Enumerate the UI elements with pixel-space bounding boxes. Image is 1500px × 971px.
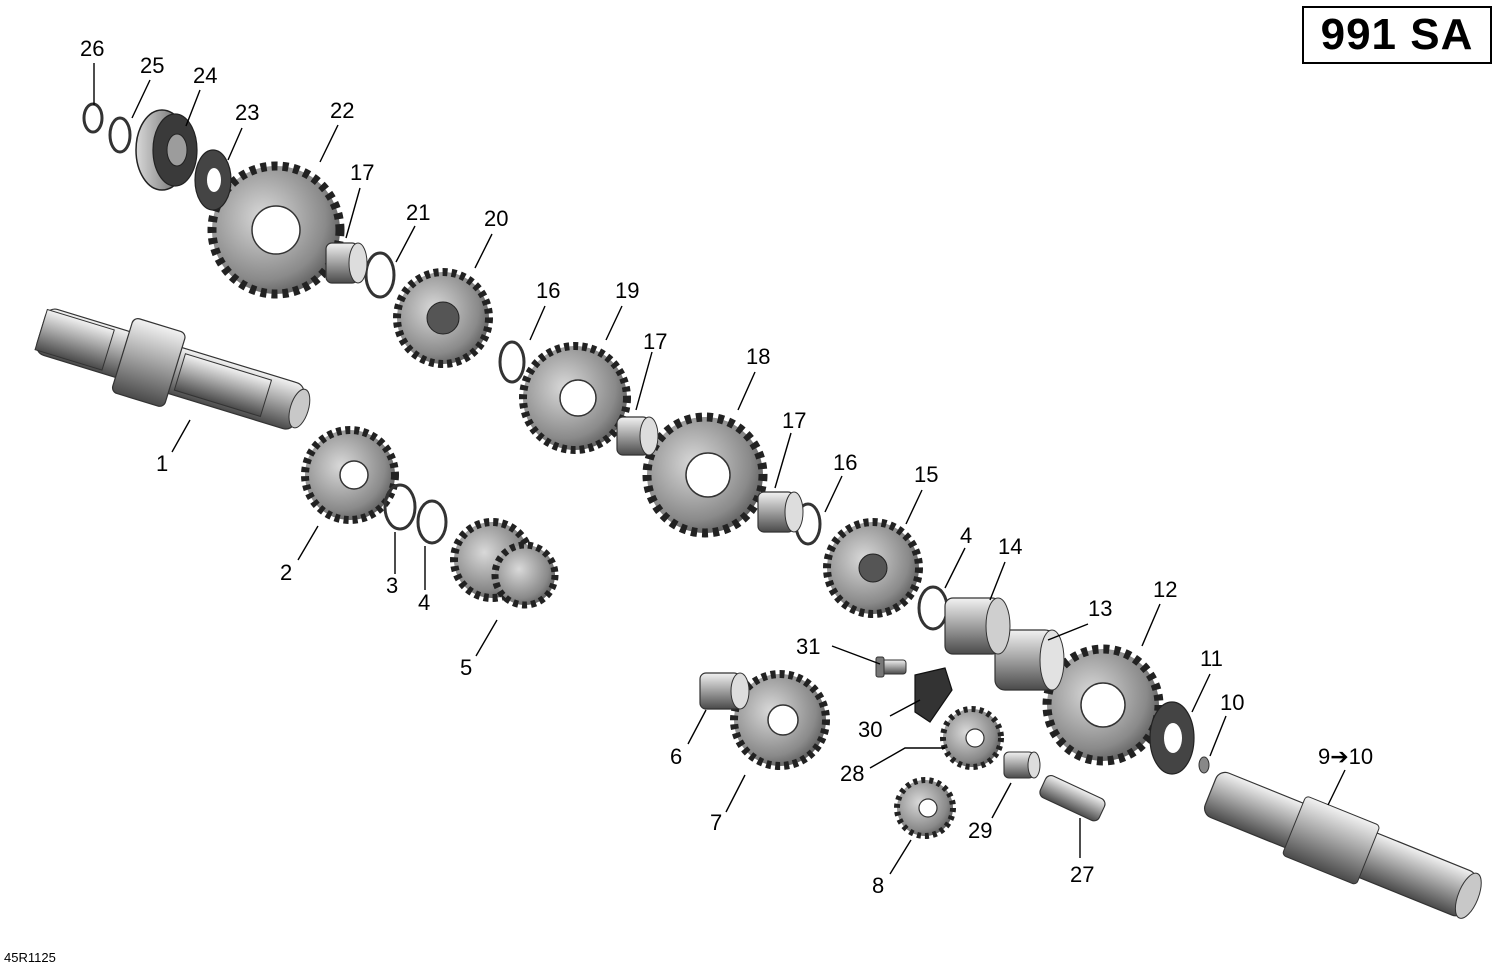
callout-4a: 4 bbox=[418, 590, 430, 615]
callout-27: 27 bbox=[1070, 862, 1094, 887]
bearing-24 bbox=[135, 109, 198, 191]
callout-31: 31 bbox=[796, 634, 820, 659]
sleeve-13 bbox=[994, 629, 1065, 691]
callout-12: 12 bbox=[1153, 577, 1177, 602]
callout-4b: 4 bbox=[960, 523, 972, 548]
ring-4a bbox=[416, 499, 448, 545]
ring-21 bbox=[364, 251, 396, 299]
callout-5: 5 bbox=[460, 655, 472, 680]
gear-20 bbox=[393, 268, 493, 368]
callout-8: 8 bbox=[872, 873, 884, 898]
callout-11: 11 bbox=[1200, 646, 1223, 671]
callout-14: 14 bbox=[998, 534, 1022, 559]
callout-22: 22 bbox=[330, 98, 354, 123]
washer-10 bbox=[1198, 756, 1210, 774]
gear-12 bbox=[1042, 644, 1164, 766]
callout-17c: 17 bbox=[782, 408, 806, 433]
figure-reference-code: 45R1125 bbox=[4, 950, 56, 965]
input-shaft bbox=[34, 308, 311, 430]
callout-numbers: 26 25 24 23 22 17 21 20 16 19 17 18 17 1… bbox=[80, 36, 1373, 898]
ring-3 bbox=[383, 483, 417, 531]
pin-27 bbox=[1039, 775, 1106, 822]
bushing-6 bbox=[699, 672, 750, 710]
callout-16a: 16 bbox=[536, 278, 560, 303]
model-code-box: 991 SA bbox=[1302, 6, 1492, 64]
gear-2 bbox=[301, 426, 399, 524]
callout-1: 1 bbox=[156, 451, 168, 476]
ring-4b bbox=[917, 585, 949, 631]
gear-18 bbox=[642, 412, 768, 538]
parts-layer bbox=[34, 102, 1482, 919]
callout-18: 18 bbox=[746, 344, 770, 369]
thrust-washer-23-hole bbox=[207, 168, 221, 192]
callout-2: 2 bbox=[280, 560, 292, 585]
callout-9-10: 9➔10 bbox=[1318, 744, 1373, 769]
circlip-26 bbox=[82, 102, 104, 134]
callout-17a: 17 bbox=[350, 160, 374, 185]
output-shaft bbox=[1203, 771, 1482, 919]
needle-bearing-29 bbox=[1003, 751, 1041, 779]
callout-21: 21 bbox=[406, 200, 430, 225]
callout-29: 29 bbox=[968, 818, 992, 843]
callout-23: 23 bbox=[235, 100, 259, 125]
leader-lines bbox=[93, 63, 1346, 875]
callout-3: 3 bbox=[386, 573, 398, 598]
ring-25 bbox=[108, 116, 132, 154]
callout-19: 19 bbox=[615, 278, 639, 303]
callout-6: 6 bbox=[670, 744, 682, 769]
thrust-washer-11-hole bbox=[1164, 723, 1182, 753]
callout-26: 26 bbox=[80, 36, 104, 61]
bushing-17c bbox=[757, 491, 804, 533]
gear-28 bbox=[940, 706, 1004, 770]
gear-22 bbox=[207, 161, 345, 299]
plate-30 bbox=[914, 667, 953, 723]
housing-14 bbox=[944, 597, 1011, 655]
gear-7 bbox=[730, 670, 830, 770]
callout-15: 15 bbox=[914, 462, 938, 487]
callout-24: 24 bbox=[193, 63, 217, 88]
callout-13: 13 bbox=[1088, 596, 1112, 621]
ring-16a bbox=[498, 340, 526, 384]
callout-25: 25 bbox=[140, 53, 164, 78]
callout-7: 7 bbox=[710, 810, 722, 835]
callout-17b: 17 bbox=[643, 329, 667, 354]
callout-16b: 16 bbox=[833, 450, 857, 475]
callout-10: 10 bbox=[1220, 690, 1244, 715]
gear-19 bbox=[519, 342, 631, 454]
gear-5 bbox=[450, 518, 559, 609]
bolt-31 bbox=[875, 656, 907, 678]
callout-28: 28 bbox=[840, 761, 864, 786]
gear-8 bbox=[894, 777, 956, 839]
callout-20: 20 bbox=[484, 206, 508, 231]
bushing-17b bbox=[616, 416, 659, 456]
callout-30: 30 bbox=[858, 717, 882, 742]
gear-15 bbox=[823, 518, 923, 618]
bushing-17a bbox=[325, 242, 368, 284]
